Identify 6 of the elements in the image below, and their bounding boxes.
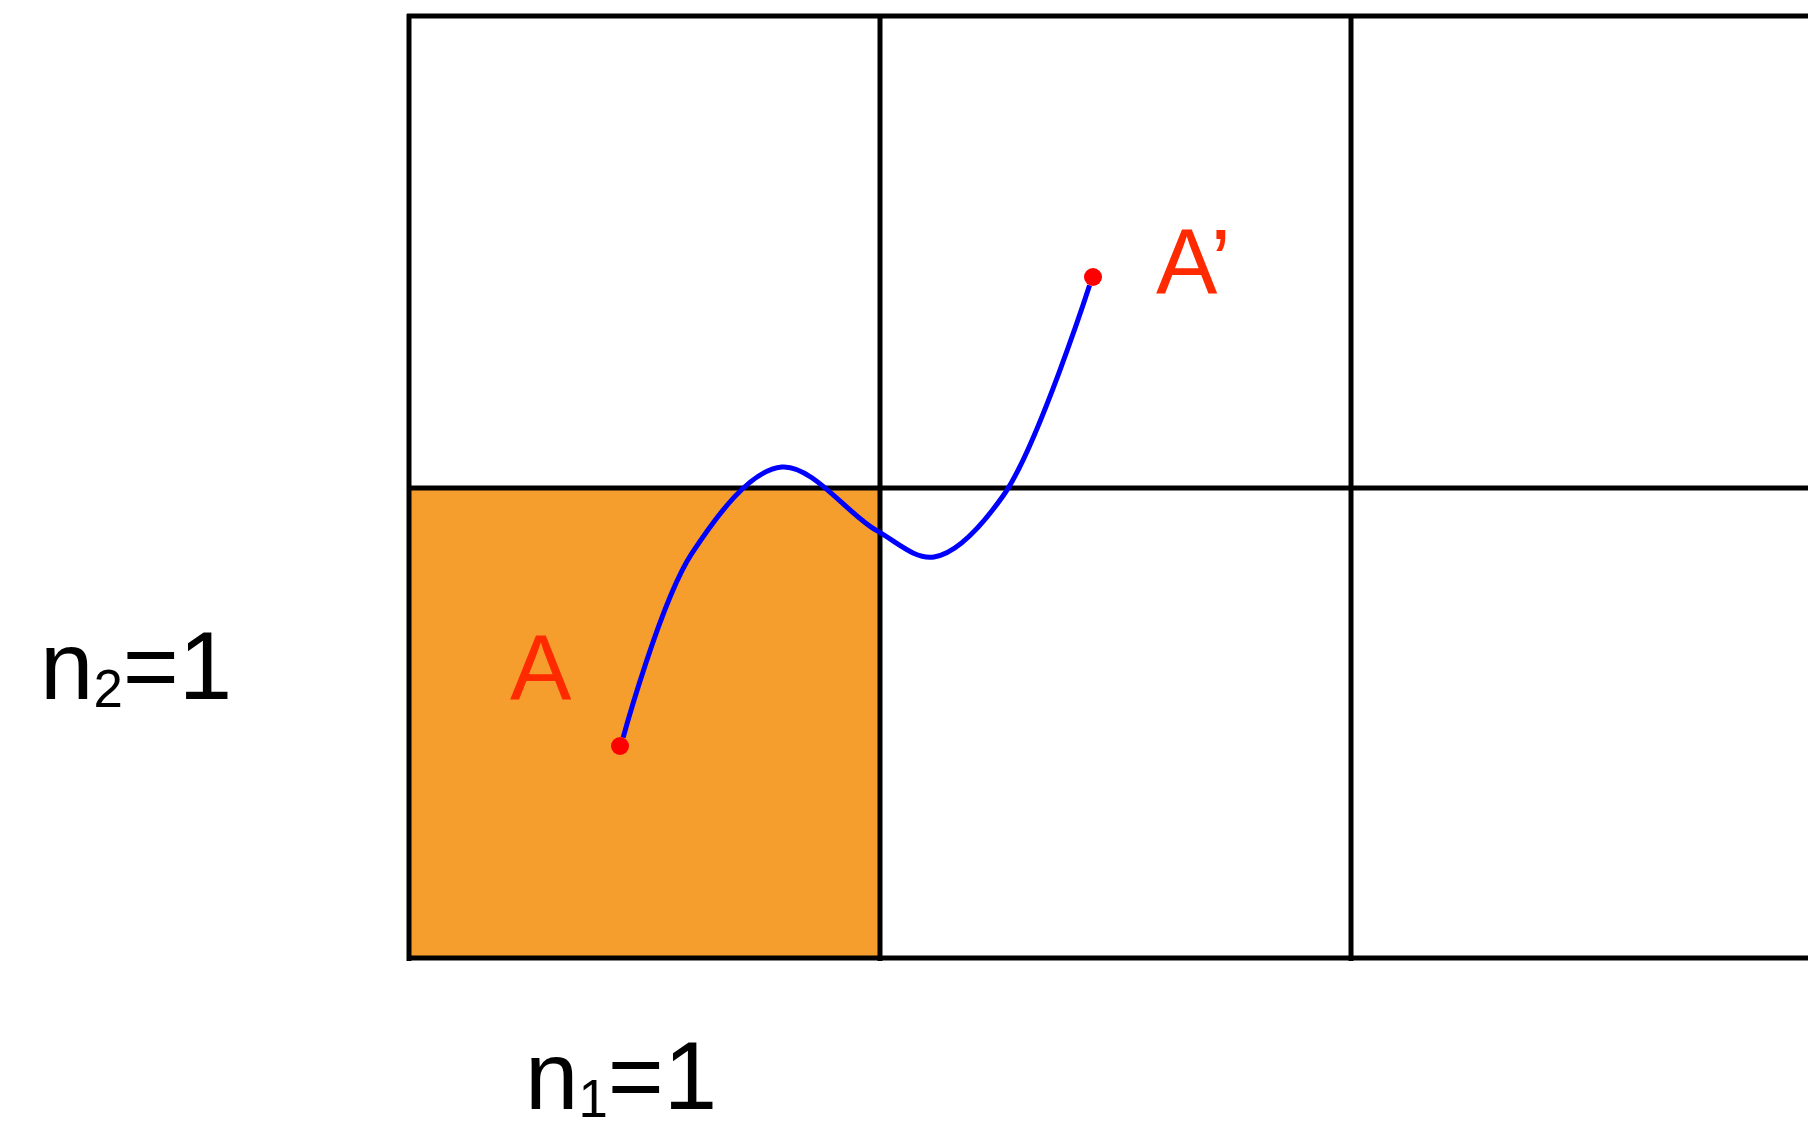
axis-label: n$_{2}$=1 — [40, 618, 233, 716]
axis-label: n$_{1}$=1 — [525, 1028, 718, 1126]
point-dot — [1084, 268, 1102, 286]
point-label: A’ — [1156, 216, 1231, 308]
trajectory-curve — [620, 284, 1092, 739]
point-label: A — [510, 622, 572, 714]
